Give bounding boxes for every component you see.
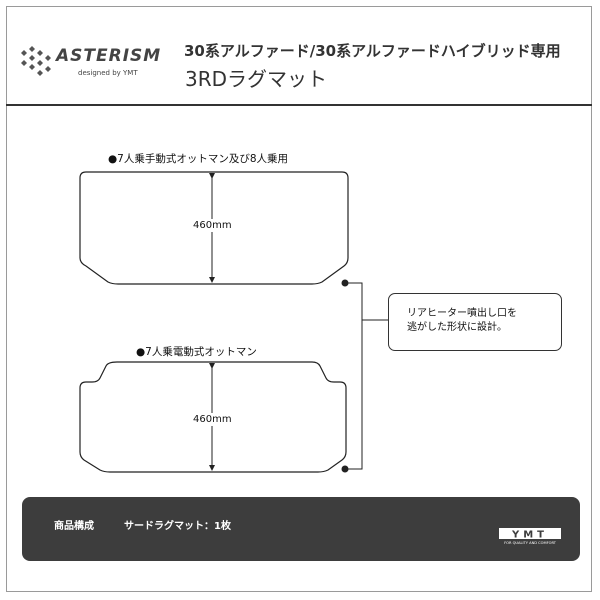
mat-1-outline <box>79 171 349 285</box>
header-divider <box>6 104 592 106</box>
callout-bracket <box>345 282 363 470</box>
ymt-logo: YMT FOR QUALITY AND COMFORT <box>499 528 561 545</box>
product-contents-bar: 商品構成 サードラグマット：1枚 YMT FOR QUALITY AND COM… <box>22 497 580 561</box>
heater-vent-callout: リアヒーター噴出し口を 逃がした形状に設計。 <box>388 293 562 351</box>
mat-1-label: ●7人乗手動式オットマン及び8人乗用 <box>108 153 289 165</box>
page-frame <box>6 6 592 592</box>
mat-2-label: ●7人乗電動式オットマン <box>136 346 257 358</box>
contents-label: 商品構成 <box>54 521 94 532</box>
mat-2-dimension: 460mm <box>193 413 232 426</box>
ymt-logo-tagline: FOR QUALITY AND COMFORT <box>504 541 557 545</box>
asterism-logo: ASTERISM designed by YMT <box>18 42 168 82</box>
ymt-logo-text: YMT <box>511 530 548 541</box>
asterisk-cluster-icon <box>21 46 51 76</box>
product-title: 30系アルファード/30系アルファードハイブリッド専用 <box>184 42 561 60</box>
product-subtitle: 3RDラグマット <box>185 67 328 91</box>
callout-line-2: 逃がした形状に設計。 <box>407 322 507 333</box>
contents-value: サードラグマット：1枚 <box>124 521 231 532</box>
mat-1-dimension: 460mm <box>193 219 232 232</box>
callout-line-1: リアヒーター噴出し口を <box>407 308 517 319</box>
brand-name: ASTERISM <box>56 46 162 66</box>
brand-tagline: designed by YMT <box>78 69 138 77</box>
mat-2-outline <box>79 361 347 473</box>
